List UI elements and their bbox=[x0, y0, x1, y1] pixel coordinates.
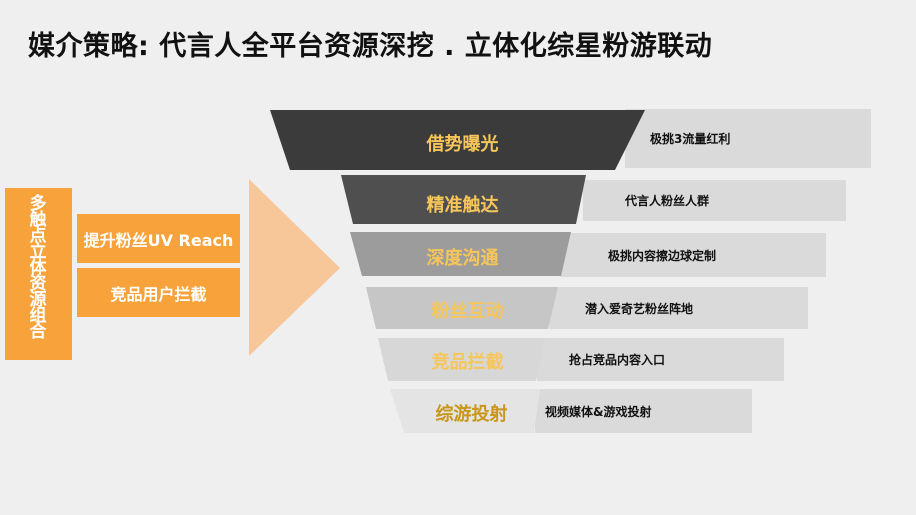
funnel-desc-6: 视频媒体&游戏投射 bbox=[535, 389, 752, 433]
funnel-desc-5: 抢占竞品内容入口 bbox=[537, 338, 784, 381]
funnel-stage-6 bbox=[390, 389, 540, 433]
funnel-desc-1: 极挑3流量红利 bbox=[625, 109, 871, 168]
funnel-label-5: 竞品拦截 bbox=[431, 352, 504, 373]
funnel-desc-3: 极挑内容擦边球定制 bbox=[560, 233, 826, 277]
funnel-stage-5 bbox=[378, 338, 545, 381]
funnel-stage-4 bbox=[366, 287, 558, 329]
multi-touchpoint-label: 多触点立体资源组合 bbox=[29, 194, 47, 342]
funnel-label-1: 借势曝光 bbox=[426, 134, 499, 155]
competitor-intercept-box: 竞品用户拦截 bbox=[77, 268, 240, 317]
fan-uv-reach-box: 提升粉丝UV Reach bbox=[77, 214, 240, 263]
funnel-label-2: 精准触达 bbox=[426, 195, 499, 216]
funnel-label-3: 深度沟通 bbox=[426, 248, 499, 269]
funnel-desc-2: 代言人粉丝人群 bbox=[583, 180, 846, 221]
funnel-label-6: 综游投射 bbox=[435, 404, 508, 425]
funnel-stage-1 bbox=[270, 110, 645, 170]
funnel-stage-3 bbox=[350, 232, 571, 276]
funnel-stage-2 bbox=[341, 175, 586, 224]
page-title: 媒介策略: 代言人全平台资源深挖 . 立体化综星粉游联动 bbox=[28, 31, 713, 62]
funnel-label-4: 粉丝互动 bbox=[431, 301, 504, 322]
multi-touchpoint-box bbox=[5, 188, 72, 360]
funnel-desc-4: 潜入爱奇艺粉丝阵地 bbox=[549, 287, 808, 329]
